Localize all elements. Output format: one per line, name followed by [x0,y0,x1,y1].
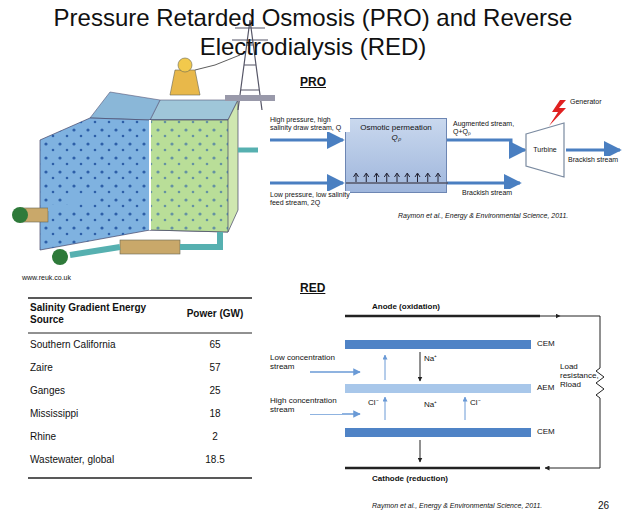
table-cell: 2 [180,431,250,443]
citation: Raymon et al., Energy & Environmental Sc… [372,502,542,510]
table-cell: Southern California [30,339,180,351]
section-heading: RED [300,282,325,296]
stream-label: Brackish stream [568,156,618,164]
citation: Raymon et al., Energy & Environmental Sc… [398,212,568,220]
slide-title: Pressure Retarded Osmosis (PRO) and Reve… [40,4,586,62]
table-cell: Rhine [30,431,180,443]
stream-label: Low concentration stream [270,353,340,371]
electrode-label: Cathode (reduction) [372,474,448,483]
section-heading: PRO [300,76,326,90]
table-cell: Wastewater, global [30,454,180,466]
table-cell: 25 [180,385,250,397]
table-cell: 57 [180,362,250,374]
turbine: Turbine [525,122,565,178]
node-text: Osmotic permeation [346,123,446,132]
flow-arrow [447,140,525,150]
node-text: Turbine [533,146,556,154]
node-text: Qₚ [346,133,446,142]
electrode-label: Anode (oxidation) [372,302,440,311]
table-cell: Ganges [30,385,180,397]
membrane-label: CEM [537,427,555,436]
table-cell: 18.5 [180,454,250,466]
red-circuit [310,316,604,468]
table-header: Salinity Gradient Energy Source [30,302,170,325]
stream-label: High pressure, high salinity draw stream… [270,116,350,132]
table-cell: Mississippi [30,408,180,420]
stream-label: Low pressure, low salinity feed stream, … [270,191,350,207]
table-cell: Zaire [30,362,180,374]
cation-membrane: CEM [345,428,531,437]
stream-label: High concentration stream [270,396,342,414]
edge-label: Augmented stream, Q+Qₚ [453,120,523,136]
ion-label: Na⁺ [424,354,437,363]
ion-label: Cl⁻ [470,398,481,407]
table-rules [28,298,252,478]
stream-label: Brackish stream [462,189,512,197]
membrane-label: CEM [537,339,555,348]
source-credit: www.reuk.co.uk [22,274,71,282]
table-header: Power (GW) [180,308,250,320]
ion-label: Cl⁻ [368,398,379,407]
load-label: Load resistance, Rload [560,362,596,390]
membrane-label: AEM [537,383,554,392]
table-cell: 18 [180,408,250,420]
anion-membrane: AEM [345,384,531,393]
generator-label: Generator [570,98,602,106]
ion-label: Na⁺ [424,400,437,409]
page-number: 26 [598,500,609,512]
membrane-module: Osmotic permeationQₚ [345,118,447,193]
table-cell: 65 [180,339,250,351]
cation-membrane: CEM [345,340,531,349]
